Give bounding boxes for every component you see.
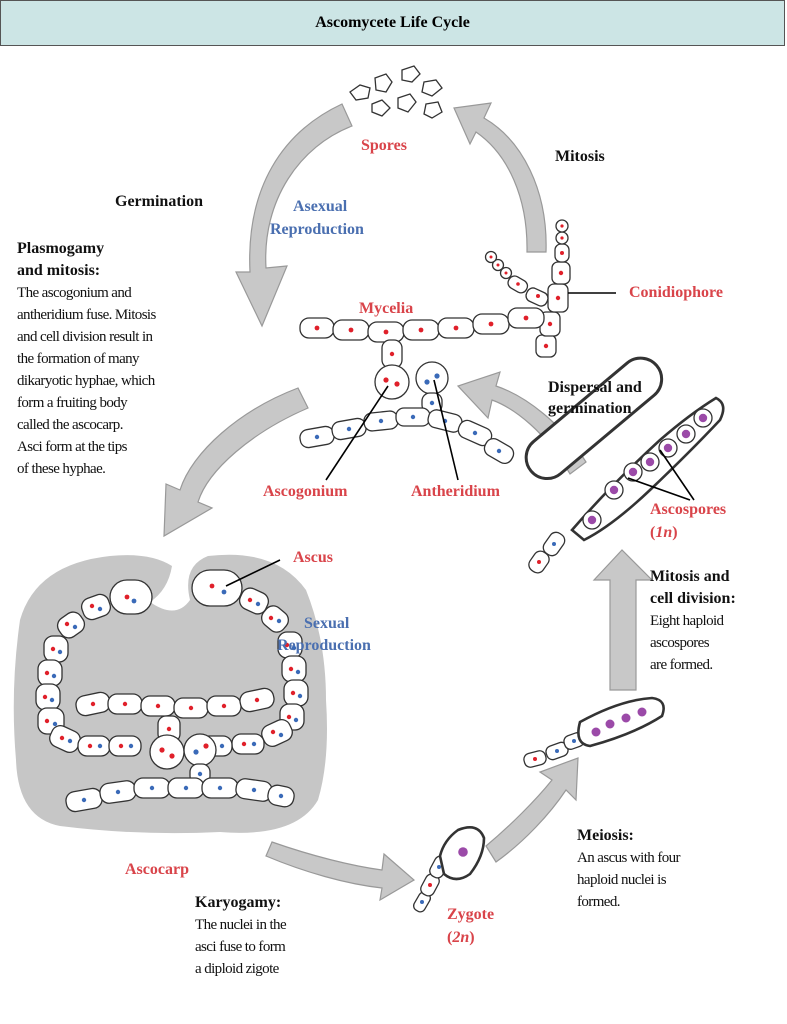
- conidiophore-structure: [484, 219, 571, 358]
- label-spores: Spores: [361, 137, 407, 154]
- arrow-karyogamy: [265, 841, 416, 902]
- label-mycelia: Mycelia: [359, 300, 414, 317]
- zygote-ascus: [412, 826, 486, 913]
- leader-lines: [225, 292, 695, 587]
- label-asexual-line1: Asexual: [293, 198, 348, 215]
- ascocarp: [13, 554, 327, 834]
- text-meiosis: Meiosis: An ascus with four haploid nucl…: [577, 827, 681, 910]
- label-zygote: Zygote: [447, 906, 495, 923]
- arrow-germination: [235, 103, 353, 328]
- arrow-meiosis: [485, 757, 579, 863]
- spores-cluster: [349, 65, 443, 119]
- label-dispersal-line1: Dispersal and: [548, 379, 642, 396]
- title-bar: Ascomycete Life Cycle: [0, 0, 785, 46]
- arrow-mitosis-division: [592, 549, 654, 691]
- arrow-mitosis: [453, 102, 547, 253]
- label-conidiophore: Conidiophore: [629, 284, 723, 301]
- label-germination: Germination: [115, 193, 203, 210]
- ascus-with-ascospores: [524, 356, 725, 574]
- label-asexual-line2: Reproduction: [270, 221, 364, 238]
- label-ascospores: Ascospores: [650, 501, 727, 518]
- label-mitosis: Mitosis: [555, 148, 605, 165]
- label-zygote-ploidy: (2n): [447, 929, 475, 946]
- label-ascocarp: Ascocarp: [125, 861, 189, 878]
- text-karyogamy: Karyogamy: The nuclei in the asci fuse t…: [195, 894, 287, 977]
- ascus-four-nuclei: [523, 696, 665, 768]
- arrow-plasmogamy: [163, 387, 309, 538]
- label-ascospores-ploidy: (1n): [650, 524, 678, 541]
- label-sexual-line2: Reproduction: [277, 637, 371, 654]
- diagram-title: Ascomycete Life Cycle: [315, 14, 470, 31]
- label-antheridium: Antheridium: [411, 483, 500, 500]
- label-dispersal-line2: germination: [548, 400, 632, 417]
- text-mitosis-division: Mitosis and cell division: Eight haploid…: [650, 568, 736, 673]
- label-sexual-line1: Sexual: [304, 615, 350, 632]
- text-plasmogamy: Plasmogamy and mitosis: The ascogonium a…: [17, 240, 156, 477]
- label-ascus: Ascus: [293, 549, 334, 566]
- mycelia-hyphae: [299, 307, 545, 465]
- label-ascogonium: Ascogonium: [263, 483, 348, 500]
